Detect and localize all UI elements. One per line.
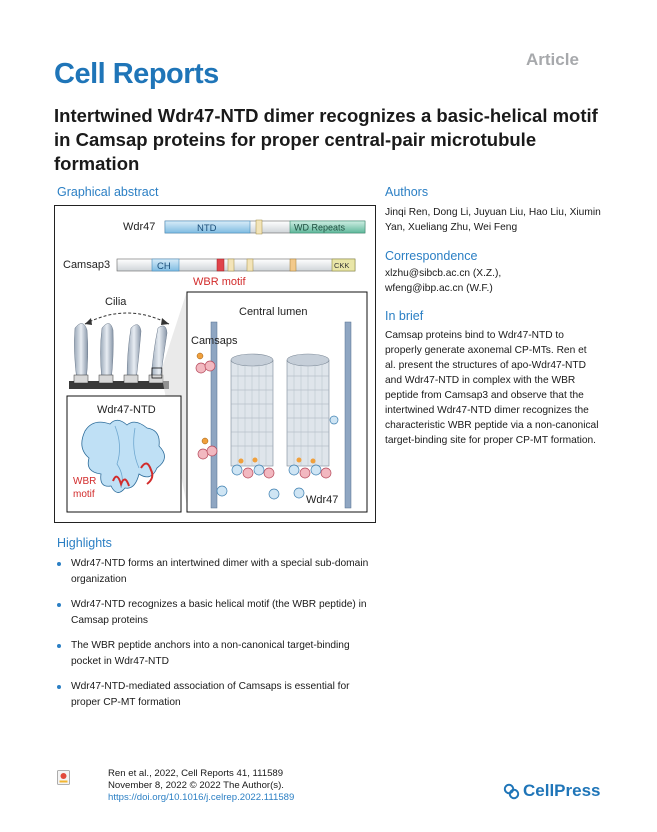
central-lumen-label: Central lumen [239, 306, 307, 318]
cellpress-text: CellPress [523, 781, 601, 800]
doi-link[interactable]: https://doi.org/10.1016/j.celrep.2022.11… [108, 792, 295, 803]
ntd-dimer-structure [81, 419, 165, 493]
ckk-domain [331, 258, 356, 272]
authors-heading: Authors [385, 185, 429, 199]
ch-label: CH [157, 261, 171, 272]
highlight-item: Wdr47-NTD forms an intertwined dimer wit… [57, 556, 377, 588]
wdr47-label: Wdr47 [123, 221, 155, 233]
graphical-abstract-heading: Graphical abstract [57, 185, 159, 199]
highlight-item: The WBR peptide anchors into a non-canon… [57, 638, 377, 670]
correspondence-heading: Correspondence [385, 249, 478, 263]
journal-logo[interactable]: Cell Reports [54, 58, 219, 90]
wbr-segment [216, 258, 225, 272]
cilia-label: Cilia [105, 296, 127, 308]
wdr47-bottom-label: Wdr47 [306, 494, 338, 506]
wd-repeats-label: WD Repeats [294, 223, 346, 233]
wbr-motif-label: WBR motif [193, 276, 247, 288]
correspondence-email-1[interactable]: xlzhu@sibcb.ac.cn (X.Z.), [385, 268, 502, 279]
wdr47-camsap-ring [216, 457, 332, 500]
camsap-molecules [195, 352, 339, 460]
camsap3-label: Camsap3 [63, 259, 110, 271]
ckk-label: CKK [334, 261, 349, 270]
check-for-updates-icon[interactable] [57, 770, 70, 785]
bullet-icon [57, 685, 61, 689]
central-pair-microtubules [230, 353, 330, 467]
cellpress-logo[interactable]: CellPress [503, 781, 601, 801]
citation-line: Ren et al., 2022, Cell Reports 41, 11158… [108, 768, 284, 779]
wbr-inset-label: WBR [73, 476, 96, 487]
motif-inset-label: motif [73, 489, 95, 500]
cilia-illustration [69, 323, 169, 389]
graphical-abstract-figure: Wdr47 NTD WD Repeats Camsap3 CH CKK WBR … [54, 205, 376, 523]
correspondence-email-2[interactable]: wfeng@ibp.ac.cn (W.F.) [385, 283, 493, 294]
camsaps-label: Camsaps [191, 335, 238, 347]
wd-repeats-domain [289, 220, 366, 234]
cellpress-mark-icon [503, 783, 520, 799]
highlights-heading: Highlights [57, 536, 112, 550]
bullet-icon [57, 603, 61, 607]
article-type-tag: Article [526, 50, 579, 69]
bullet-icon [57, 562, 61, 566]
ntd-domain [164, 220, 251, 234]
in-brief-heading: In brief [385, 309, 424, 323]
authors-list: Jinqi Ren, Dong Li, Juyuan Liu, Hao Liu,… [385, 207, 601, 233]
highlight-item: Wdr47-NTD recognizes a basic helical mot… [57, 597, 377, 629]
highlight-item: Wdr47-NTD-mediated association of Camsap… [57, 679, 377, 711]
ntd-label: NTD [197, 223, 217, 234]
bullet-icon [57, 644, 61, 648]
graphical-abstract-svg: Wdr47 NTD WD Repeats Camsap3 CH CKK WBR … [63, 219, 368, 513]
in-brief-text: Camsap proteins bind to Wdr47-NTD to pro… [385, 330, 599, 446]
citation-date: November 8, 2022 © 2022 The Author(s). [108, 780, 284, 791]
paper-title: Intertwined Wdr47-NTD dimer recognizes a… [54, 105, 598, 174]
wdr47-ntd-label: Wdr47-NTD [97, 404, 156, 416]
ch-domain [151, 258, 180, 272]
